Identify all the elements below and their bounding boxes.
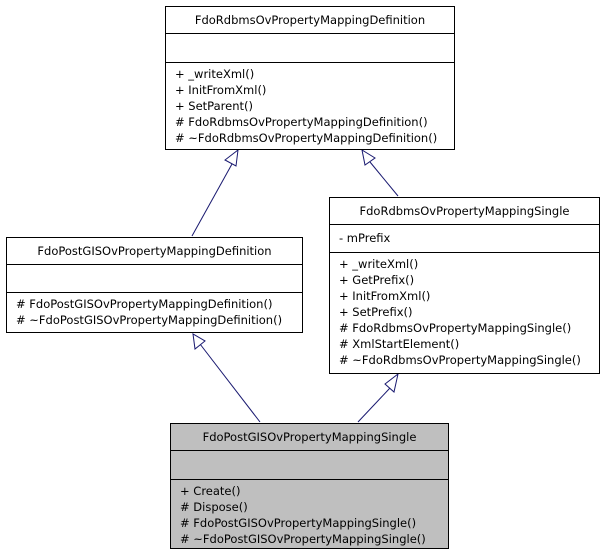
class-box-postgis-property-mapping-single[interactable]: FdoPostGISOvPropertyMappingSingle + Crea… [170,423,449,549]
class-name: FdoRdbmsOvPropertyMappingDefinition [194,13,426,27]
class-box-postgis-property-mapping-definition[interactable]: FdoPostGISOvPropertyMappingDefinition # … [6,237,303,333]
class-name: FdoPostGISOvPropertyMappingSingle [202,430,417,444]
method: + InitFromXml() [175,83,267,97]
method: # ~FdoRdbmsOvPropertyMappingDefinition() [175,131,438,145]
class-name: FdoRdbmsOvPropertyMappingSingle [359,204,570,218]
arrowhead-pgsingle-pgdef [192,333,206,350]
method: # XmlStartElement() [339,337,460,351]
methods-section: + _writeXml() + InitFromXml() + SetParen… [166,62,454,148]
method: # FdoPostGISOvPropertyMappingDefinition(… [16,297,273,311]
method: # ~FdoPostGISOvPropertyMappingSingle() [180,532,426,546]
arrowhead-basesingle-basedef [361,148,376,166]
method: # Dispose() [180,500,248,514]
attribute: - mPrefix [339,231,391,245]
method: # ~FdoPostGISOvPropertyMappingDefinition… [16,313,283,327]
methods-section: + _writeXml() + GetPrefix() + InitFromXm… [330,252,599,370]
class-box-rdbms-property-mapping-single[interactable]: FdoRdbmsOvPropertyMappingSingle - mPrefi… [329,197,600,374]
methods-section: # FdoPostGISOvPropertyMappingDefinition(… [7,292,302,330]
method: + SetPrefix() [339,305,413,319]
method: + InitFromXml() [339,289,431,303]
edge-basesingle-to-basedef [369,161,399,197]
class-name: FdoPostGISOvPropertyMappingDefinition [37,244,272,258]
edge-pgsingle-to-pgdef [199,343,261,423]
arrowhead-pgdef-basedef [224,148,239,167]
attributes-section [7,264,302,292]
method: # ~FdoRdbmsOvPropertyMappingSingle() [339,353,581,367]
method: # FdoPostGISOvPropertyMappingSingle() [180,516,417,530]
method: + _writeXml() [339,257,419,271]
method: # FdoRdbmsOvPropertyMappingSingle() [339,321,572,335]
edge-pgsingle-to-basesingle [357,387,391,423]
method: # FdoRdbmsOvPropertyMappingDefinition() [175,115,428,129]
class-box-rdbms-property-mapping-definition[interactable]: FdoRdbmsOvPropertyMappingDefinition + _w… [165,6,455,150]
method: + _writeXml() [175,67,255,81]
attributes-section [166,33,454,62]
method: + GetPrefix() [339,273,415,287]
method: + SetParent() [175,99,253,113]
methods-section: + Create() # Dispose() # FdoPostGISOvPro… [171,479,448,549]
edge-pgdef-to-basedef [191,163,233,237]
arrowhead-pgsingle-basesingle [384,372,399,393]
attributes-section [171,450,448,479]
attributes-section: - mPrefix [330,224,599,252]
method: + Create() [180,484,241,498]
